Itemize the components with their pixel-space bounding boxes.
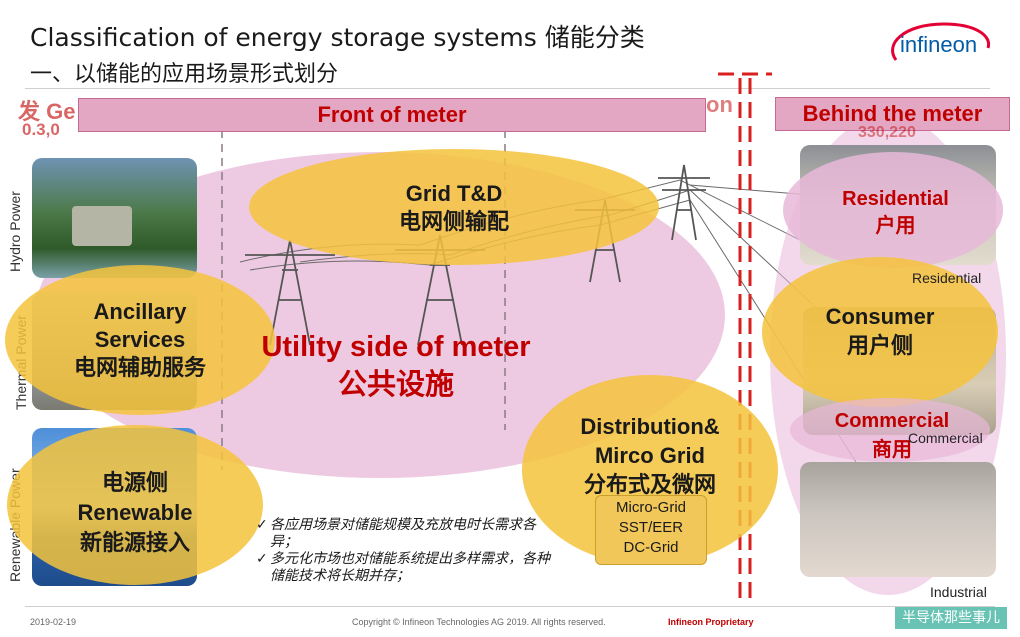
residential-photo-label: Residential — [912, 270, 982, 286]
microgrid-box: Micro-Grid SST/EER DC-Grid — [595, 495, 707, 565]
residential-oval-shape — [783, 152, 1003, 268]
utility-label-cn: 公共设施 — [337, 369, 454, 401]
bg-text-left-top: 发 Ge — [18, 99, 76, 124]
ancillary-oval-label: Ancillary Services 电网辅助服务 — [50, 298, 230, 382]
commercial-label-cn: 商用 — [872, 439, 912, 461]
checkmark-icon: ✓ — [256, 551, 268, 567]
commercial-oval-shape — [790, 398, 990, 462]
consumer-oval-label: Consumer 用户侧 — [800, 302, 960, 360]
footer-proprietary: Infineon Proprietary — [668, 617, 754, 627]
note-text: 多元化市场也对储能系统提出多样需求，各种储能技术将长期并存； — [270, 551, 550, 584]
microgrid-item: Micro-Grid — [616, 499, 686, 516]
grid-oval-label: Grid T&D 电网侧输配 — [354, 180, 554, 236]
slide-subtitle: 一、以储能的应用场景形式划分 — [30, 62, 339, 87]
consumer-oval-shape — [762, 257, 998, 407]
logo-text: infineon — [900, 32, 978, 57]
consumer-label-cn: 用户侧 — [846, 333, 913, 358]
consumer-label-en: Consumer — [825, 304, 935, 329]
residential-label-cn: 户用 — [875, 215, 916, 237]
distribution-label-cn: 分布式及微网 — [583, 472, 716, 497]
footer-date: 2019-02-19 — [30, 617, 77, 627]
distribution-label-2: Mirco Grid — [594, 443, 705, 468]
residential-oval-label: Residential 户用 — [818, 186, 973, 240]
slide-title: Classification of energy storage systems… — [30, 23, 645, 52]
bg-text-right-bottom: 330,220 — [858, 124, 916, 141]
utility-label-en: Utility side of meter — [261, 331, 531, 363]
checkmark-icon: ✓ — [256, 517, 268, 533]
renewable-label-cn1: 电源侧 — [101, 470, 168, 495]
commercial-photo-label: Commercial — [908, 430, 983, 446]
bg-text-left-bottom: 0.3,0 — [22, 120, 60, 139]
commercial-label-en: Commercial — [834, 410, 950, 432]
sst-eer-item: SST/EER — [618, 519, 684, 536]
note-text: 各应用场景对储能规模及充放电时长需求各异； — [270, 517, 536, 550]
residential-label-en: Residential — [842, 188, 949, 210]
footer-copyright: Copyright © Infineon Technologies AG 201… — [352, 617, 606, 627]
front-of-meter-banner: Front of meter — [78, 98, 706, 132]
industrial-photo-label: Industrial — [930, 584, 987, 600]
renewable-label-cn2: 新能源接入 — [79, 530, 190, 555]
utility-oval-label: Utility side of meter 公共设施 — [236, 328, 556, 404]
grid-oval-shape — [249, 149, 659, 265]
distribution-oval-label: Distribution& Mirco Grid 分布式及微网 — [560, 412, 740, 499]
renewable-label-en: Renewable — [77, 500, 193, 525]
hydro-power-photo — [32, 158, 197, 278]
note-item: ✓ 各应用场景对储能规模及充放电时长需求各异； — [256, 517, 556, 551]
distribution-label-1: Distribution& — [580, 414, 720, 439]
industrial-photo — [800, 462, 996, 577]
commercial-oval-label: Commercial 商用 — [812, 407, 972, 465]
grid-label-en: Grid T&D — [405, 181, 503, 206]
infineon-logo: infineon — [884, 20, 994, 68]
behind-the-meter-banner: Behind the meter — [775, 97, 1010, 131]
renewable-oval-shape — [7, 425, 263, 585]
distribution-oval-shape — [522, 375, 778, 565]
header-divider — [25, 88, 990, 89]
note-item: ✓ 多元化市场也对储能系统提出多样需求，各种储能技术将长期并存； — [256, 551, 556, 585]
watermark: 半导体那些事儿 — [895, 607, 1007, 629]
ancillary-oval-shape — [5, 265, 275, 415]
ancillary-label-2: Services — [94, 327, 186, 352]
ancillary-label-cn: 电网辅助服务 — [73, 355, 206, 380]
dc-grid-item: DC-Grid — [623, 539, 679, 556]
ancillary-label-1: Ancillary — [93, 299, 187, 324]
notes-block: ✓ 各应用场景对储能规模及充放电时长需求各异； ✓ 多元化市场也对储能系统提出多… — [256, 517, 556, 585]
footer-divider — [25, 606, 995, 607]
renewable-oval-label: 电源侧 Renewable 新能源接入 — [50, 468, 220, 558]
bg-text-right-top: on — [706, 92, 733, 117]
grid-label-cn: 电网侧输配 — [398, 209, 509, 234]
